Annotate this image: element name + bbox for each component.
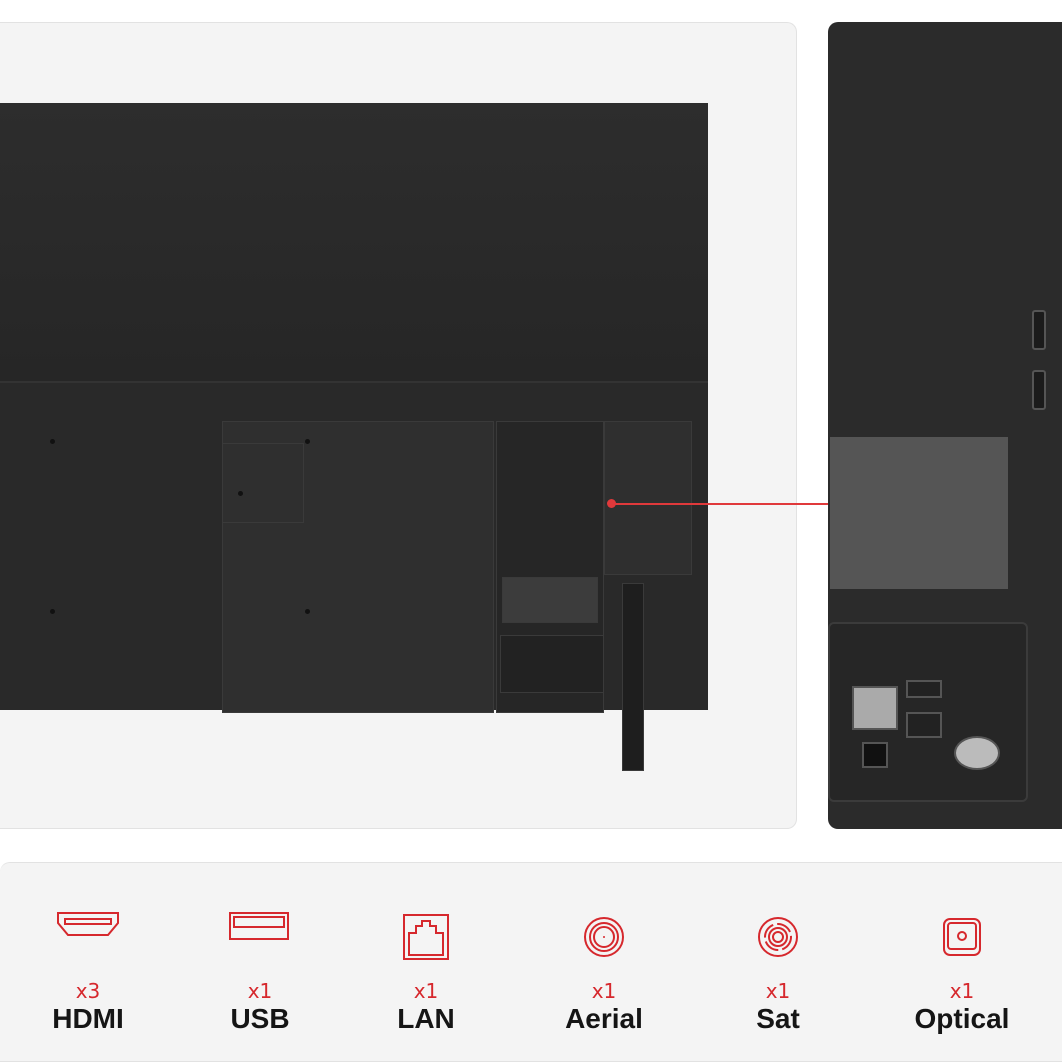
- callout-dot: [607, 499, 616, 508]
- connection-hdmi: x3 HDMI: [8, 863, 168, 1061]
- connection-count: x1: [949, 979, 975, 1003]
- connection-count: x1: [247, 979, 273, 1003]
- lan-port: [852, 686, 898, 730]
- tv-rear: [0, 103, 708, 713]
- aerial-port: [954, 736, 1000, 770]
- connection-name: Aerial: [565, 1003, 643, 1034]
- screw: [238, 491, 243, 496]
- tv-rear-lower-panel: [0, 381, 708, 713]
- connection-count: x1: [765, 979, 791, 1003]
- rating-label: [502, 577, 598, 623]
- warning-label: [830, 437, 1008, 589]
- rear-port-area: [828, 622, 1028, 802]
- connection-count: x3: [75, 979, 101, 1003]
- connection-aerial: x1 Aerial: [524, 863, 684, 1061]
- sat-icon: [758, 917, 798, 957]
- connection-name: Optical: [914, 1003, 1010, 1034]
- connection-name: HDMI: [52, 1003, 124, 1034]
- optical-icon: [943, 918, 981, 956]
- connection-name: LAN: [397, 1003, 455, 1034]
- tv-stand: [622, 583, 644, 771]
- connections-summary: x3 HDMI x1 USB x1 LAN x1 Aerial x1 Sat x…: [0, 862, 1062, 1062]
- screw: [50, 609, 55, 614]
- tv-rear-upper-panel: [0, 103, 708, 381]
- screw: [50, 439, 55, 444]
- connection-sat: x1 Sat: [698, 863, 858, 1061]
- connection-count: x1: [591, 979, 617, 1003]
- side-hdmi-port: [1032, 310, 1046, 350]
- connection-name: Sat: [756, 1003, 800, 1034]
- aerial-icon: [584, 917, 624, 957]
- connection-lan: x1 LAN: [346, 863, 506, 1061]
- usb-port: [906, 712, 942, 738]
- hdmi-icon: [57, 912, 119, 936]
- connection-optical: x1 Optical: [882, 863, 1042, 1061]
- ports-closeup-panel: [828, 22, 1062, 829]
- mount-bracket: [222, 443, 304, 523]
- connection-count: x1: [413, 979, 439, 1003]
- lan-icon: [403, 914, 449, 960]
- usb-icon: [229, 912, 289, 940]
- side-hdmi-port: [1032, 370, 1046, 410]
- connection-name: USB: [230, 1003, 290, 1034]
- callout-line: [611, 503, 828, 505]
- screw: [305, 439, 310, 444]
- connection-usb: x1 USB: [180, 863, 340, 1061]
- tv-rear-view-panel: [0, 22, 797, 829]
- screw: [305, 609, 310, 614]
- rear-ports: [500, 635, 604, 693]
- side-panel: [604, 421, 692, 575]
- hdmi-port: [906, 680, 942, 698]
- optical-port: [862, 742, 888, 768]
